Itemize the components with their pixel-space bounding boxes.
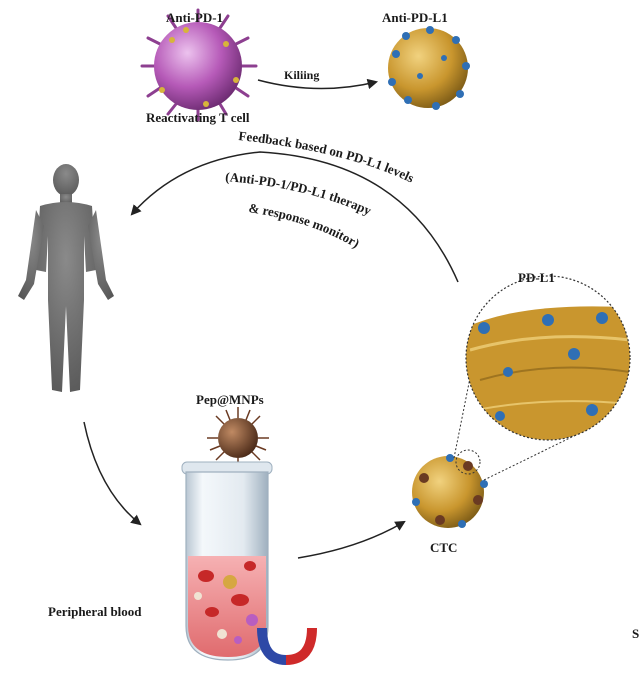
tumor-cell-top: [388, 26, 470, 110]
tumor-cell-pdl1-receptors: [388, 26, 470, 110]
blood-cells: [194, 561, 258, 644]
t-cell-body: [154, 22, 242, 110]
pdl1-zoom-label: PD-L1: [518, 270, 555, 285]
zoom-connector-lower: [483, 433, 579, 481]
magnet: [257, 627, 317, 665]
edge-glyph: S: [632, 626, 640, 641]
ctc-label: CTC: [430, 540, 458, 555]
peripheral-blood-label: Peripheral blood: [48, 604, 142, 619]
t-cell-spikes: [140, 8, 258, 122]
killing-arrow: [257, 78, 379, 90]
blood-sample: [188, 556, 266, 657]
zoom-origin: [455, 449, 481, 475]
isolation-arrow: [297, 520, 406, 559]
feedback-arrow: [130, 151, 459, 283]
test-tube: [181, 461, 273, 661]
sampling-arrow: [83, 421, 142, 526]
t-cell: [140, 8, 258, 122]
tumor-cell-body: [388, 28, 468, 108]
killing-label: Kiliing: [284, 68, 320, 82]
anti-pdl1-label: Anti-PD-L1: [382, 10, 448, 25]
ctc-cell: [412, 454, 488, 528]
pep-mnps-label: Pep@MNPs: [196, 392, 264, 407]
zoom-view: [465, 275, 631, 441]
pep-mnps-bead: [207, 407, 269, 469]
human-figure: [18, 164, 114, 392]
anti-pd1-label: Anti-PD-1: [166, 10, 224, 25]
reactivating-label: Reactivating T cell: [146, 110, 250, 125]
t-cell-pd1-receptors: [159, 27, 239, 107]
zoom-connector-upper: [453, 377, 471, 459]
